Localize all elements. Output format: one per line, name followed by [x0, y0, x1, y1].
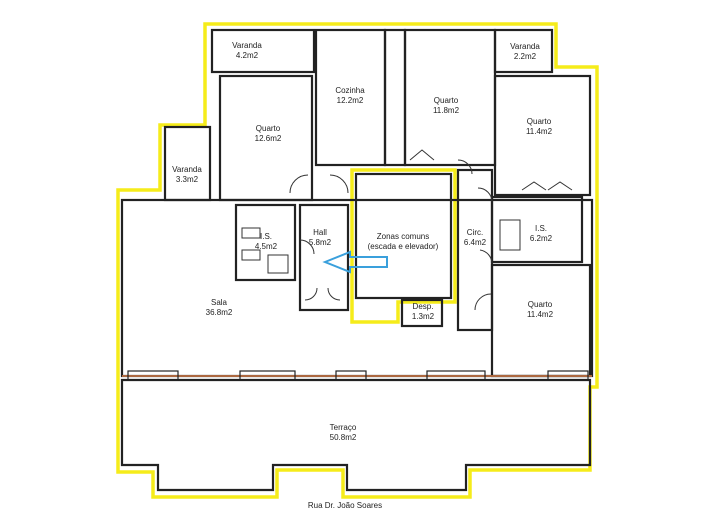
apartment-outline: [116, 22, 599, 499]
entrance-arrow-icon: [322, 250, 388, 274]
room-label: Zonas comuns(escada e elevador): [367, 232, 439, 251]
windows: [127, 370, 589, 381]
common-area-outline: [350, 168, 457, 324]
room-label: Desp.1.3m2: [411, 302, 435, 321]
room-label: Circ.6.4m2: [463, 228, 487, 247]
street-label: Rua Dr. João Soares: [307, 501, 383, 510]
room-label: I.S.6.2m2: [529, 224, 553, 243]
room-label: I.S.4.5m2: [254, 232, 278, 251]
